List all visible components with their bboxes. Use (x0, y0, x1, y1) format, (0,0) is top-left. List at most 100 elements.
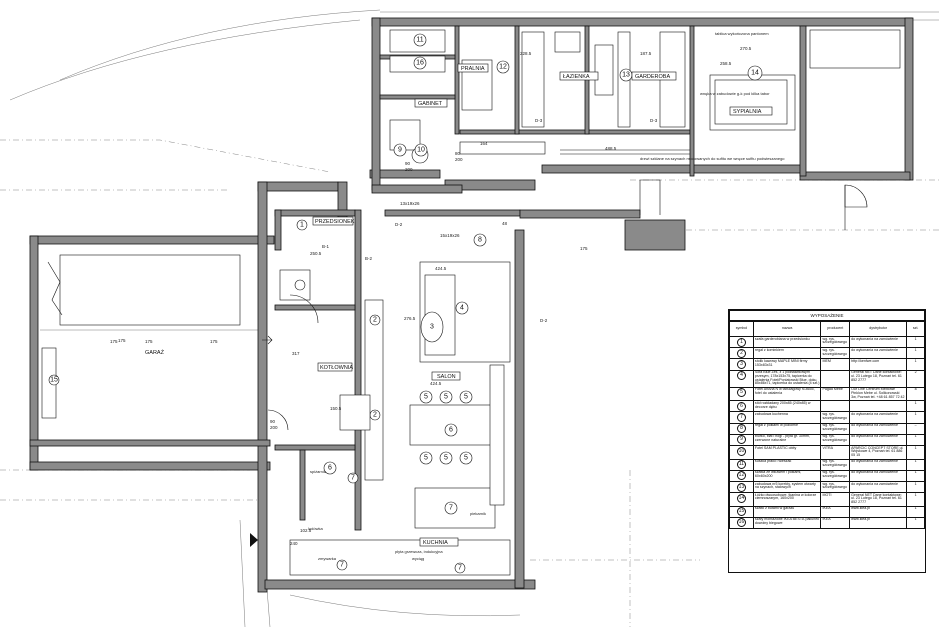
furniture-legend: WYPOSAŻENIE symbol nazwa producent dystr… (728, 309, 926, 573)
svg-text:175: 175 (110, 339, 118, 344)
legend-name: stół rozkładany 200x85 (240x85) w decorz… (752, 400, 822, 413)
svg-text:16: 16 (416, 60, 424, 67)
legend-symbol: 1 (729, 335, 754, 349)
svg-text:5: 5 (424, 394, 428, 401)
legend-name: regał z kominkiem (752, 347, 822, 360)
legend-distributor (849, 400, 908, 413)
svg-text:48: 48 (502, 221, 508, 226)
svg-text:5: 5 (424, 455, 428, 462)
legend-name: Fotel SAM PLASTIC obity (752, 445, 822, 460)
legend-qty: 1 (906, 347, 925, 360)
legend-qty: 1 (906, 433, 925, 447)
markers-north: 11 16 12 13 14 9 10 8 (393, 33, 763, 247)
legend-distributor: General NET Dane kontaktowe: ul. 23 Lute… (849, 369, 908, 388)
legend-symbol: 16 (729, 516, 754, 529)
svg-text:13x19x26: 13x19x26 (400, 201, 420, 206)
legend-producer: wg. rys. szczegółowego (820, 480, 851, 494)
svg-text:250.5: 250.5 (310, 251, 322, 256)
legend-producer: IKEA (820, 505, 851, 518)
svg-text:2: 2 (373, 412, 377, 419)
note-plyta: płyta grzewcza, indukcyjna (395, 549, 443, 554)
legend-producer: wg. rys. szczegółowego (820, 347, 851, 360)
svg-text:228.5: 228.5 (520, 51, 532, 56)
north-dims: 270.5 258.5 187.5 228.5 488.5 164 80 200… (400, 46, 752, 238)
north-labels: PRALNIA GABINET ŁAZIENKA GARDEROBA SYPIA… (414, 31, 785, 161)
legend-header-symbol: symbol (729, 321, 754, 337)
legend-qty: 1 (906, 458, 925, 471)
legend-producer: IKEA (820, 516, 851, 529)
central-labels: PRZEDSIONEK KOTŁOWNIA SALON KUCHNIA spiż… (308, 216, 486, 561)
svg-text:187.5: 187.5 (640, 51, 652, 56)
svg-text:B-1: B-1 (322, 244, 330, 249)
legend-distributor: do wykonania na zamówienie (849, 480, 908, 494)
svg-text:13: 13 (622, 72, 630, 79)
svg-text:7: 7 (449, 505, 453, 512)
room-label-przedsionek: PRZEDSIONEK (315, 219, 355, 225)
legend-header-producer: producent (820, 321, 851, 337)
legend-qty: 1 (906, 516, 925, 529)
svg-text:5: 5 (464, 394, 468, 401)
svg-text:80: 80 (455, 151, 461, 156)
legend-producer (820, 400, 851, 413)
svg-text:424.5: 424.5 (430, 381, 442, 386)
svg-text:175: 175 (210, 339, 218, 344)
legend-symbol-circle: 7 (736, 413, 746, 423)
svg-text:B-2: B-2 (365, 256, 373, 261)
legend-symbol-circle: 13 (736, 482, 746, 492)
legend-symbol-circle: 4 (736, 371, 746, 381)
legend-name: Sofa Blue Zes, z 1 podstawkowym przesym,… (752, 369, 822, 388)
legend-qty: 1 (906, 411, 925, 424)
svg-text:15x19x26: 15x19x26 (440, 233, 460, 238)
svg-text:200: 200 (455, 157, 463, 162)
legend-distributor: do wykonania na zamówienie (849, 422, 908, 435)
legend-qty: 8 (906, 386, 925, 402)
note-wneka: wnęka w zabudowie g-k pod kilka tabor (700, 91, 770, 96)
note-wyciag: wyciąg (412, 556, 424, 561)
legend-name: suszka pralki i wieszak (752, 458, 822, 471)
legend-qty: 1 (906, 480, 925, 494)
room-label-gabinet: GABINET (418, 101, 443, 107)
legend-distributor: www.ikea.pl (849, 516, 908, 529)
legend-symbol-circle: 8 (736, 424, 746, 434)
legend-symbol-circle: 9 (736, 435, 746, 445)
svg-text:175: 175 (118, 338, 126, 343)
legend-distributor: do wykonania na zamówienie (849, 347, 908, 360)
legend-symbol-circle: 10 (736, 446, 746, 456)
room-label-salon: SALON (437, 374, 456, 380)
svg-text:D-3: D-3 (650, 118, 658, 123)
label-spizarnia: spiżarnia (310, 469, 327, 474)
room-label-kotlownia: KOTŁOWNIA (320, 365, 353, 371)
legend-distributor: APARCIC CONCEPT STORE ul. Wojskowe 4, Po… (849, 445, 908, 460)
legend-producer: Pagad Mebe (820, 386, 851, 402)
legend-symbol: 4 (729, 369, 754, 388)
legend-name: szafka ze wsuwem i półkami, 60x60x200 (752, 469, 822, 482)
svg-text:5: 5 (444, 394, 448, 401)
main-walls (29, 169, 641, 593)
legend-symbol-circle: 5 (736, 388, 746, 398)
legend-symbol-circle: 16 (736, 518, 746, 528)
svg-text:7: 7 (351, 475, 355, 482)
legend-producer: wg. rys. szczegółowego (820, 411, 851, 424)
legend-name: zabudowa kuchenna (752, 411, 822, 424)
legend-symbol: 11 (729, 458, 754, 471)
legend-table: symbol nazwa producent dystrybutor szt. … (729, 321, 925, 529)
legend-symbol: 15 (729, 505, 754, 518)
svg-text:2: 2 (373, 317, 377, 324)
legend-distributor: do wykonania na zamówienie (849, 458, 908, 471)
label-piekarnik: piekarnik (470, 511, 486, 516)
svg-text:488.5: 488.5 (605, 146, 617, 151)
svg-text:7: 7 (458, 565, 462, 572)
svg-text:5: 5 (444, 455, 448, 462)
room-label-lazienka: ŁAZIENKA (563, 74, 590, 80)
svg-text:D-3: D-3 (535, 118, 543, 123)
legend-symbol: 9 (729, 433, 754, 447)
legend-producer: wg. rys. szczegółowego (820, 422, 851, 435)
svg-text:200: 200 (405, 167, 413, 172)
